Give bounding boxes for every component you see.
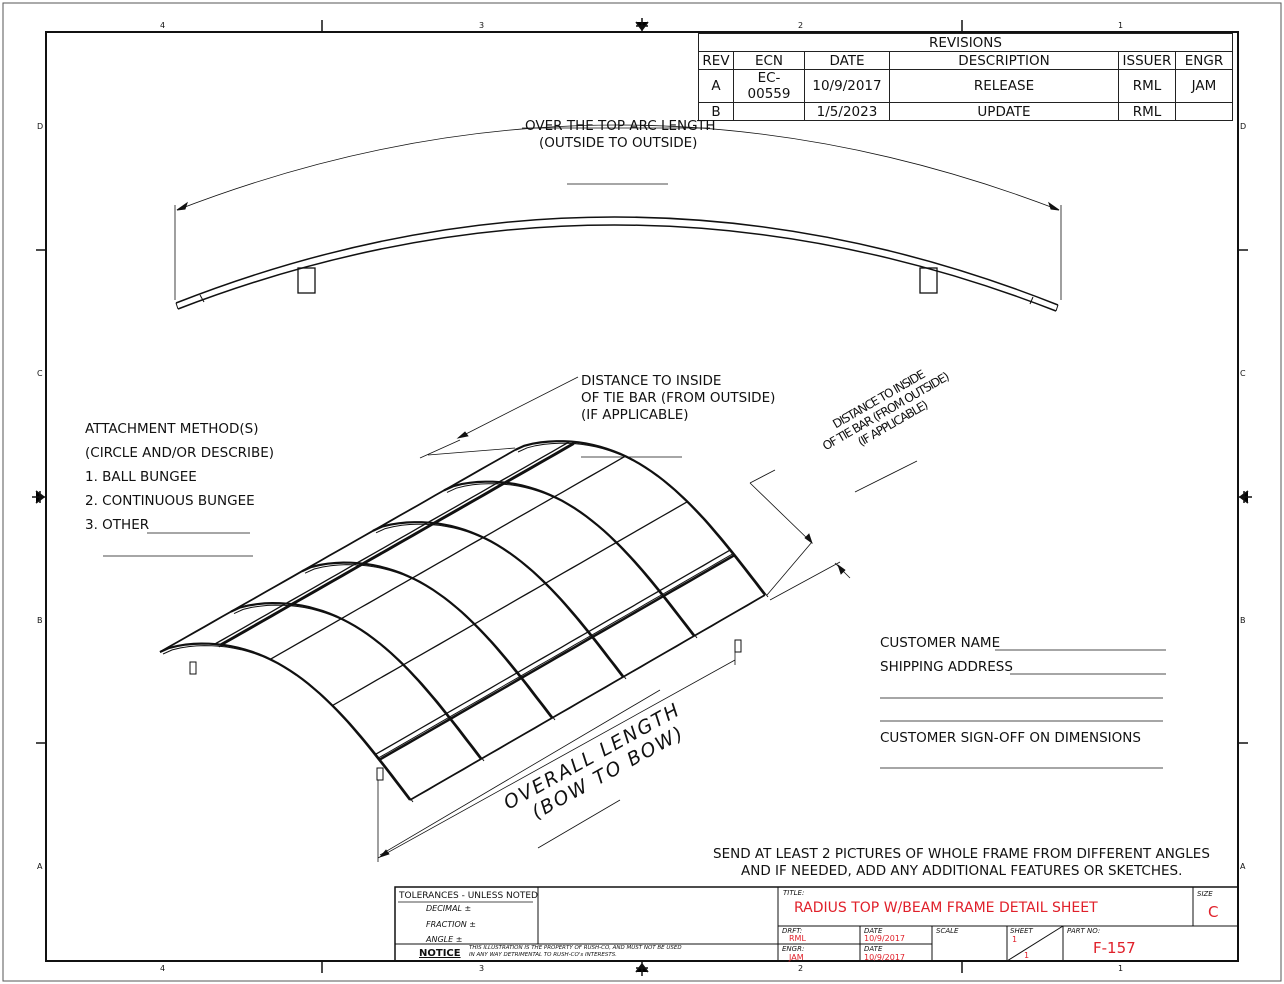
signoff-label: CUSTOMER SIGN-OFF ON DIMENSIONS	[880, 730, 1141, 746]
arc-length-sublabel: (OUTSIDE TO OUTSIDE)	[539, 135, 698, 151]
attachment-subtitle: (CIRCLE AND/OR DESCRIBE)	[85, 445, 275, 461]
cell: JAM	[1175, 69, 1233, 103]
cell: 10/9/2017	[804, 69, 890, 103]
purlin	[214, 440, 571, 645]
engr-label: ENGR:	[782, 945, 805, 953]
purlin	[332, 501, 688, 707]
drft-date: 10/9/2017	[864, 934, 906, 943]
zone-row-label: A	[37, 862, 43, 871]
pictures-note: AND IF NEEDED, ADD ANY ADDITIONAL FEATUR…	[741, 863, 1183, 879]
purlin	[159, 449, 516, 653]
arc-length-label: OVER THE TOP ARC LENGTH	[525, 118, 716, 134]
zone-row-label: D	[1240, 122, 1247, 131]
tolerances-title: TOLERANCES - UNLESS NOTED	[399, 891, 538, 901]
engr-value: JAM	[789, 953, 804, 962]
attachment-option: 3. OTHER	[85, 517, 150, 533]
isometric-frame-view	[159, 440, 769, 803]
pictures-note: SEND AT LEAST 2 PICTURES OF WHOLE FRAME …	[713, 846, 1210, 862]
engr-header: ENGR	[1175, 51, 1233, 70]
zone-column-label: 3	[479, 964, 485, 973]
tie-bar-label: DISTANCE TO INSIDE	[581, 373, 722, 389]
purlin	[378, 552, 735, 759]
attachment-title: ATTACHMENT METHOD(S)	[85, 421, 259, 437]
cell: B	[698, 102, 734, 121]
attachment-option: 2. CONTINUOUS BUNGEE	[85, 493, 255, 509]
rev-header: REV	[698, 51, 734, 70]
customer-name-label: CUSTOMER NAME	[880, 635, 1001, 651]
revisions-table: REVISIONS REV ECN DATE DESCRIPTION ISSUE…	[698, 33, 1233, 121]
zone-row-label: C	[37, 369, 43, 378]
scale-label: SCALE	[936, 927, 959, 935]
cell: A	[698, 69, 734, 103]
tie-bar-label: (IF APPLICABLE)	[581, 407, 689, 423]
zone-row-label: C	[1240, 369, 1246, 378]
attachment-option: 1. BALL BUNGEE	[85, 469, 197, 485]
sheet-label: SHEET	[1010, 927, 1033, 935]
zone-column-label: 3	[479, 21, 485, 30]
cell: RML	[1118, 69, 1176, 103]
purlin	[374, 549, 731, 756]
zone-row-label: B	[37, 616, 43, 625]
dimension-lines	[377, 376, 918, 862]
notice-label: NOTICE	[419, 948, 461, 959]
drft-label: DRFT:	[782, 927, 803, 935]
angle-tolerance: ANGLE ±	[426, 935, 463, 944]
beam	[220, 441, 577, 646]
title-block-lines	[394, 886, 1239, 962]
zone-row-label: B	[1240, 616, 1246, 625]
drawing-title: RADIUS TOP W/BEAM FRAME DETAIL SHEET	[794, 900, 1098, 916]
description-header: DESCRIPTION	[889, 51, 1119, 70]
fraction-tolerance: FRACTION ±	[426, 920, 476, 929]
cell: UPDATE	[889, 102, 1119, 121]
date-header: DATE	[804, 51, 890, 70]
bracket	[189, 661, 197, 675]
cell: 1/5/2023	[804, 102, 890, 121]
purlin	[269, 455, 626, 660]
zone-column-label: 1	[1118, 21, 1124, 30]
issuer-header: ISSUER	[1118, 51, 1176, 70]
notice-text: IN ANY WAY DETRIMENTAL TO RUSH-CO's INTE…	[469, 952, 617, 958]
date-label: DATE	[864, 927, 883, 935]
decimal-tolerance: DECIMAL ±	[426, 904, 472, 913]
cell	[733, 102, 805, 121]
purlin	[409, 594, 766, 801]
engr-date: 10/9/2017	[864, 953, 906, 962]
title-label: TITLE:	[783, 889, 805, 897]
cell: RELEASE	[889, 69, 1119, 103]
drft-value: RML	[789, 934, 806, 943]
zone-column-label: 2	[798, 964, 804, 973]
beam	[378, 554, 735, 761]
tie-bar-label: OF TIE BAR (FROM OUTSIDE)	[581, 390, 776, 406]
part-number: F-157	[1093, 939, 1136, 957]
sheet-total: 1	[1024, 951, 1030, 960]
elevation-view	[174, 124, 1062, 312]
ecn-header: ECN	[733, 51, 805, 70]
bow-rib	[162, 645, 414, 803]
form-blank-lines	[103, 532, 1166, 769]
part-no-label: PART NO:	[1067, 927, 1101, 935]
date-label: DATE	[864, 945, 883, 953]
notice-text: THIS ILLUSTRATION IS THE PROPERTY OF RUS…	[469, 945, 682, 951]
zone-ticks	[32, 18, 1252, 976]
cell: RML	[1118, 102, 1176, 121]
zone-column-label: 2	[798, 21, 804, 30]
bracket	[376, 767, 384, 781]
sheet-number: 1	[1012, 935, 1018, 944]
zone-row-label: D	[37, 122, 44, 131]
size-label: SIZE	[1197, 890, 1213, 898]
shipping-address-label: SHIPPING ADDRESS	[880, 659, 1013, 675]
cell: EC-00559	[733, 69, 805, 103]
size-value: C	[1208, 903, 1219, 921]
zone-column-label: 1	[1118, 964, 1124, 973]
zone-column-label: 4	[160, 21, 166, 30]
revisions-title: REVISIONS	[698, 33, 1233, 52]
cell	[1175, 102, 1233, 121]
zone-column-label: 4	[160, 964, 166, 973]
zone-row-label: A	[1240, 862, 1246, 871]
